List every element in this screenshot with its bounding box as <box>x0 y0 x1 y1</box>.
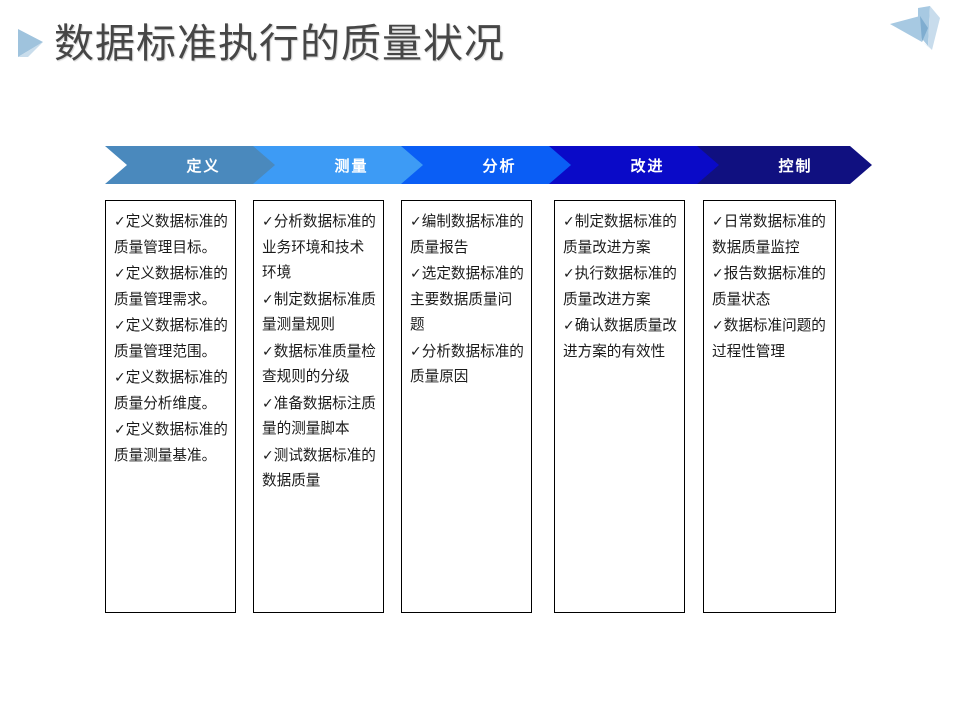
list-item: ✓确认数据质量改进方案的有效性 <box>563 313 678 365</box>
check-icon: ✓ <box>114 265 126 281</box>
list-item-text: 制定数据标准的质量改进方案 <box>563 214 677 256</box>
list-item-text: 确认数据质量改进方案的有效性 <box>563 318 677 360</box>
check-icon: ✓ <box>410 342 422 359</box>
list-item: ✓数据标准问题的过程性管理 <box>712 313 829 365</box>
list-item-text: 编制数据标准的质量报告 <box>410 214 524 256</box>
list-item-text: 定义数据标准的质量管理目标。 <box>114 214 228 256</box>
origami-arrow-icon <box>890 6 940 50</box>
slide-header: 数据标准执行的质量状况 <box>0 12 960 76</box>
list-item-text: 定义数据标准的质量管理范围。 <box>114 318 228 360</box>
triangle-right-icon <box>18 29 43 57</box>
list-item-text: 数据标准质量检查规则的分级 <box>262 343 376 386</box>
list-item-text: 报告数据标准的质量状态 <box>712 266 826 308</box>
list-item: ✓定义数据标准的质量管理范围。 <box>114 313 229 365</box>
list-item: ✓编制数据标准的质量报告 <box>410 209 525 261</box>
check-icon: ✓ <box>712 265 724 281</box>
chevron-step-2-label: 测量 <box>334 157 369 175</box>
list-item: ✓准备数据标注质量的测量脚本 <box>262 391 377 443</box>
check-icon: ✓ <box>114 213 126 229</box>
list-item: ✓执行数据标准的质量改进方案 <box>563 261 678 313</box>
list-item-text: 定义数据标准的质量分析维度。 <box>114 370 228 412</box>
list-item: ✓报告数据标准的质量状态 <box>712 261 829 313</box>
check-icon: ✓ <box>712 213 724 229</box>
check-icon: ✓ <box>712 317 724 333</box>
check-icon: ✓ <box>563 317 575 333</box>
check-icon: ✓ <box>262 446 274 463</box>
check-icon: ✓ <box>262 290 274 307</box>
list-item: ✓制定数据标准质量测量规则 <box>262 287 377 339</box>
chevron-step-4[interactable]: 改进 <box>549 146 724 184</box>
chevron-step-2[interactable]: 测量 <box>253 146 428 184</box>
list-item: ✓数据标准质量检查规则的分级 <box>262 339 377 391</box>
list-item: ✓定义数据标准的质量分析维度。 <box>114 365 229 417</box>
chevron-step-5[interactable]: 控制 <box>697 146 872 184</box>
check-icon: ✓ <box>262 394 274 411</box>
check-icon: ✓ <box>262 213 274 229</box>
chevron-step-5-label: 控制 <box>778 157 813 175</box>
list-item-text: 数据标准问题的过程性管理 <box>712 318 826 360</box>
list-item: ✓选定数据标准的主要数据质量问题 <box>410 261 525 339</box>
phase-box-1: ✓定义数据标准的质量管理目标。 ✓定义数据标准的质量管理需求。 ✓定义数据标准的… <box>105 200 236 613</box>
list-item: ✓测试数据标准的数据质量 <box>262 443 377 495</box>
list-item: ✓日常数据标准的数据质量监控 <box>712 209 829 261</box>
list-item: ✓分析数据标准的质量原因 <box>410 339 525 391</box>
chevron-step-4-label: 改进 <box>630 157 665 175</box>
check-icon: ✓ <box>262 342 274 359</box>
phase-4-list: ✓制定数据标准的质量改进方案 ✓执行数据标准的质量改进方案 ✓确认数据质量改进方… <box>563 209 678 365</box>
list-item: ✓制定数据标准的质量改进方案 <box>563 209 678 261</box>
list-item-text: 日常数据标准的数据质量监控 <box>712 214 826 256</box>
list-item-text: 测试数据标准的数据质量 <box>262 447 376 490</box>
list-item-text: 定义数据标准的质量测量基准。 <box>114 422 228 464</box>
list-item-text: 定义数据标准的质量管理需求。 <box>114 266 228 308</box>
chevron-step-3-label: 分析 <box>482 157 517 175</box>
chevron-step-3[interactable]: 分析 <box>401 146 576 184</box>
list-item-text: 分析数据标准的业务环境和技术环境 <box>262 214 376 281</box>
list-item: ✓定义数据标准的质量测量基准。 <box>114 417 229 469</box>
phase-box-2: ✓分析数据标准的业务环境和技术环境 ✓制定数据标准质量测量规则 ✓数据标准质量检… <box>253 200 384 613</box>
chevron-step-1-label: 定义 <box>186 157 221 175</box>
check-icon: ✓ <box>410 213 422 229</box>
check-icon: ✓ <box>114 369 126 385</box>
phase-box-3: ✓编制数据标准的质量报告 ✓选定数据标准的主要数据质量问题 ✓分析数据标准的质量… <box>401 200 532 613</box>
check-icon: ✓ <box>114 421 126 437</box>
phase-1-list: ✓定义数据标准的质量管理目标。 ✓定义数据标准的质量管理需求。 ✓定义数据标准的… <box>114 209 229 469</box>
phase-3-list: ✓编制数据标准的质量报告 ✓选定数据标准的主要数据质量问题 ✓分析数据标准的质量… <box>410 209 525 391</box>
check-icon: ✓ <box>563 213 575 229</box>
process-chevron-band: 定义 测量 分析 改进 控制 <box>105 146 872 184</box>
list-item-text: 选定数据标准的主要数据质量问题 <box>410 266 524 333</box>
page-title: 数据标准执行的质量状况 <box>54 22 505 66</box>
list-item-text: 制定数据标准质量测量规则 <box>262 291 376 334</box>
check-icon: ✓ <box>410 265 422 281</box>
list-item-text: 准备数据标注质量的测量脚本 <box>262 395 376 438</box>
check-icon: ✓ <box>114 317 126 333</box>
list-item-text: 分析数据标准的质量原因 <box>410 343 524 386</box>
chevron-step-1[interactable]: 定义 <box>105 146 280 184</box>
phase-2-list: ✓分析数据标准的业务环境和技术环境 ✓制定数据标准质量测量规则 ✓数据标准质量检… <box>262 209 377 495</box>
list-item: ✓定义数据标准的质量管理目标。 <box>114 209 229 261</box>
list-item: ✓分析数据标准的业务环境和技术环境 <box>262 209 377 287</box>
list-item: ✓定义数据标准的质量管理需求。 <box>114 261 229 313</box>
phase-box-4: ✓制定数据标准的质量改进方案 ✓执行数据标准的质量改进方案 ✓确认数据质量改进方… <box>554 200 685 613</box>
phase-box-5: ✓日常数据标准的数据质量监控 ✓报告数据标准的质量状态 ✓数据标准问题的过程性管… <box>703 200 836 613</box>
phase-5-list: ✓日常数据标准的数据质量监控 ✓报告数据标准的质量状态 ✓数据标准问题的过程性管… <box>712 209 829 365</box>
check-icon: ✓ <box>563 265 575 281</box>
list-item-text: 执行数据标准的质量改进方案 <box>563 266 677 308</box>
